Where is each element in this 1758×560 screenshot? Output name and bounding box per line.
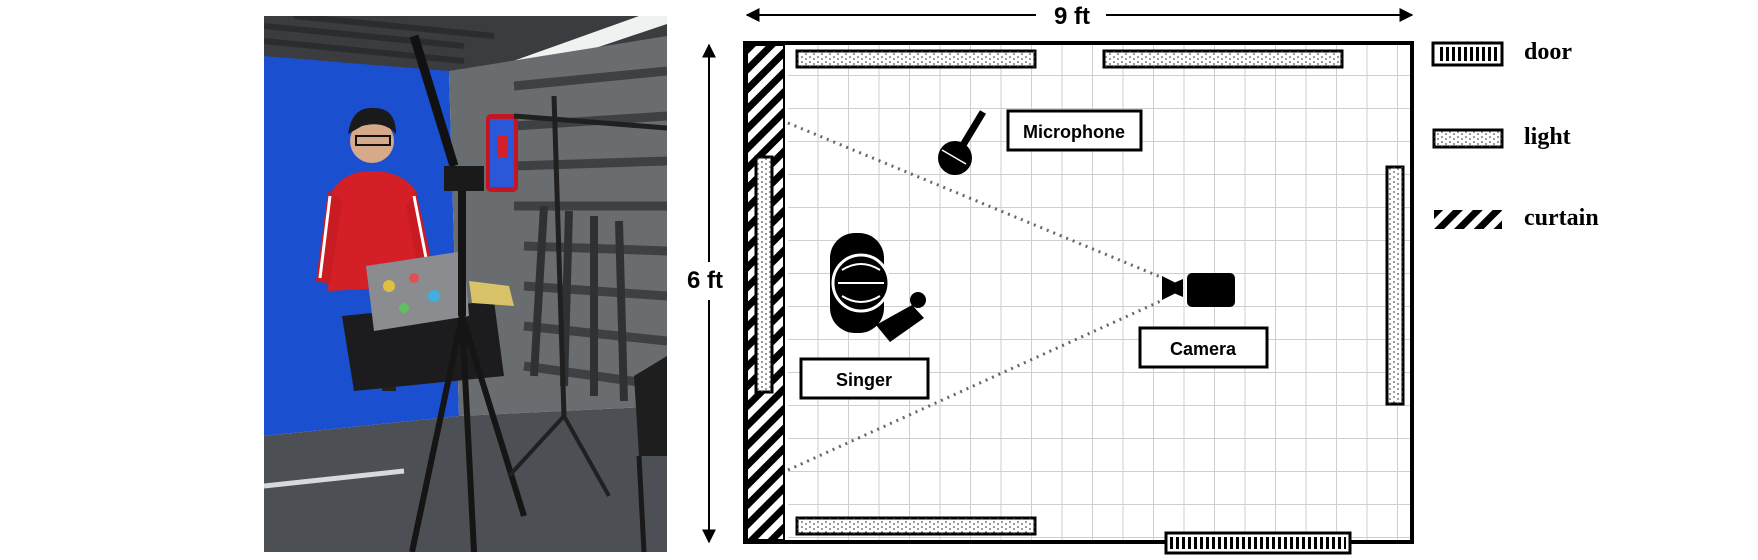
light-right [1385,165,1405,406]
light-bottom [795,516,1037,536]
width-dimension: 9 ft [745,3,1414,30]
singer-icon [830,233,926,342]
legend-light-swatch [1432,128,1504,149]
light-left [754,155,774,394]
light-top-right [1102,49,1344,69]
legend-curtain-swatch [1434,210,1502,229]
legend-curtain-label: curtain [1524,205,1599,231]
room-outline [743,41,1414,544]
studio-photo [264,16,667,552]
microphone-label: Microphone [1023,122,1125,142]
legend-door-swatch [1431,41,1504,67]
door [1164,531,1352,555]
legend: door light curtain [1431,39,1599,231]
camera-view-line-bottom [787,298,1164,472]
height-dimension: 6 ft [687,43,723,544]
height-label: 6 ft [687,267,723,294]
legend-door-label: door [1524,39,1572,65]
camera-label: Camera [1170,339,1237,359]
legend-light-label: light [1524,124,1571,150]
singer-label: Singer [836,370,892,390]
microphone-icon [938,110,986,175]
camera-icon [1162,273,1235,307]
width-label: 9 ft [1054,3,1090,30]
light-top-left [795,49,1037,69]
